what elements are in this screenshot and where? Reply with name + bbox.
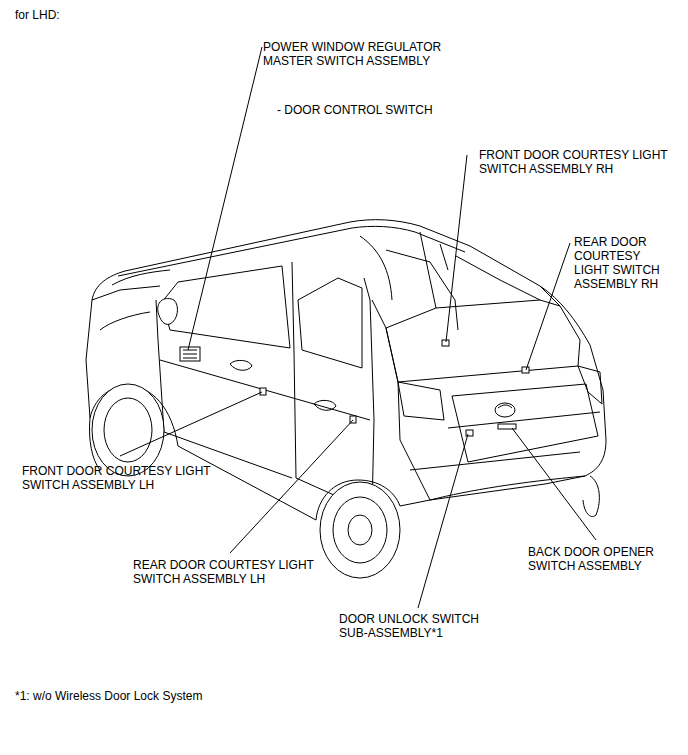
footnote: *1: w/o Wireless Door Lock System	[15, 689, 202, 703]
courtesy-switch-rr	[522, 367, 529, 373]
leader-line	[512, 428, 596, 540]
heading: for LHD:	[15, 8, 60, 22]
leader-line	[446, 155, 467, 342]
courtesy-switch-fl	[260, 388, 266, 395]
back-door-opener	[498, 424, 516, 429]
part-label: BACK DOOR OPENER SWITCH ASSEMBLY	[528, 545, 668, 573]
leader-line	[120, 392, 262, 456]
door-unlock-switch	[466, 430, 473, 436]
part-label: DOOR UNLOCK SWITCH SUB-ASSEMBLY*1	[339, 612, 494, 640]
master-switch	[180, 347, 200, 361]
part-label: FRONT DOOR COURTESY LIGHT SWITCH ASSEMBL…	[22, 464, 222, 492]
part-label: - DOOR CONTROL SWITCH	[277, 103, 477, 117]
switch-parts	[180, 340, 529, 436]
leader-line	[418, 434, 468, 608]
leader-lines	[120, 47, 596, 608]
master-switch-detail	[183, 350, 197, 358]
part-label: REAR DOOR COURTESY LIGHT SWITCH ASSEMBLY…	[133, 558, 328, 586]
leader-line	[230, 420, 353, 553]
leader-line	[188, 47, 262, 350]
part-label: POWER WINDOW REGULATOR MASTER SWITCH ASS…	[263, 40, 468, 68]
part-label: REAR DOOR COURTESY LIGHT SWITCH ASSEMBLY…	[574, 235, 670, 291]
car-body	[86, 220, 606, 578]
courtesy-switch-fr	[442, 340, 449, 346]
part-label: FRONT DOOR COURTESY LIGHT SWITCH ASSEMBL…	[479, 148, 679, 176]
leader-line	[526, 243, 570, 370]
